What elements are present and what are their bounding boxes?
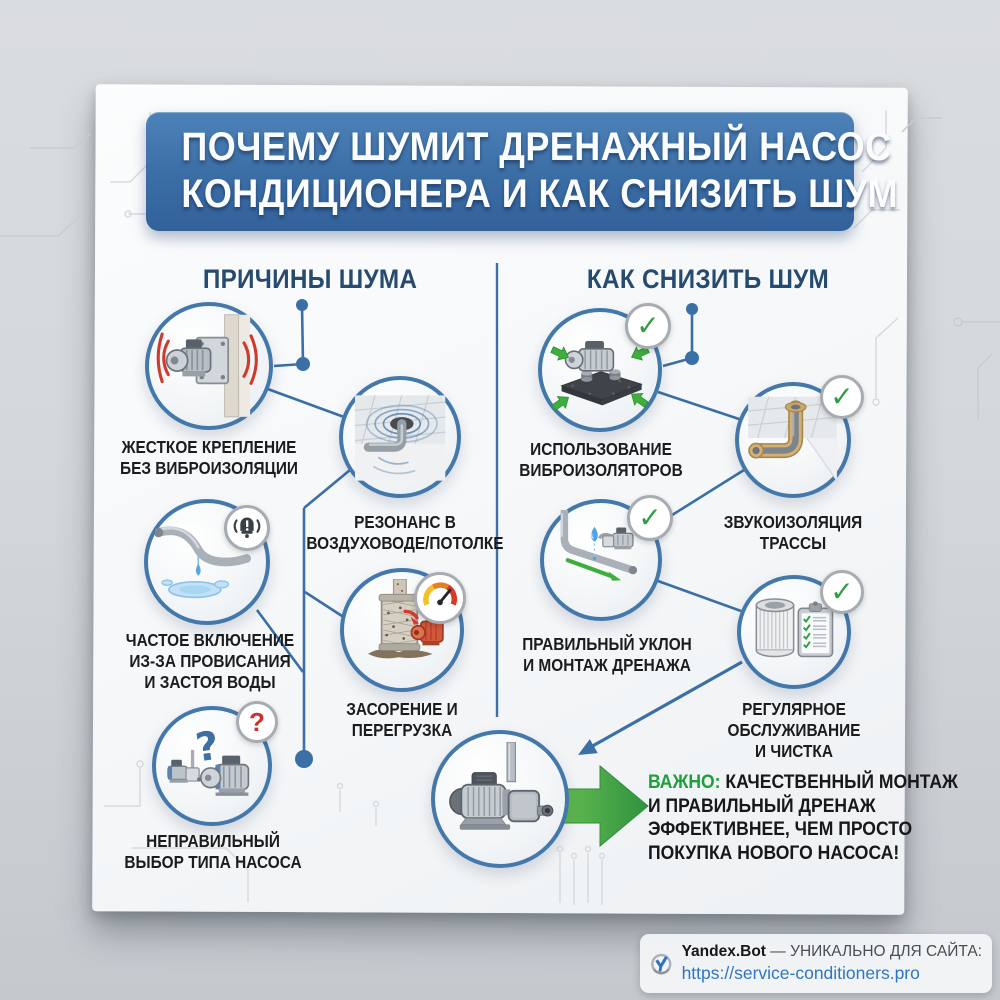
footer-url[interactable]: https://service-conditioners.pro — [681, 963, 920, 984]
wrong-pump-type-icon: ? — [167, 722, 249, 796]
poster-title-line1: ПОЧЕМУ ШУМИТ ДРЕНАЖНЫЙ НАСОС — [181, 125, 892, 169]
poster-title-line2: КОНДИЦИОНЕРА И КАК СНИЗИТЬ ШУМ — [181, 172, 898, 216]
drain-pump-icon — [448, 741, 554, 830]
check-icon: ✓ — [638, 501, 662, 534]
check-icon: ✓ — [830, 575, 854, 608]
note-prefix: ВАЖНО: — [648, 771, 721, 793]
footer-watermark: Yandex.Bot — УНИКАЛЬНО ДЛЯ САЙТА: https:… — [640, 934, 992, 993]
pump-node-center — [431, 730, 569, 868]
check-badge-slope: ✓ — [627, 495, 673, 541]
cause-node-wrong-pump-type: ? — [152, 706, 272, 826]
gauge-icon — [423, 582, 458, 606]
yandex-bot-logo-icon — [651, 953, 672, 974]
cause-node-rigid-mounting — [145, 302, 273, 430]
note-line-2: И ПРАВИЛЬНЫЙ ДРЕНАЖ — [648, 794, 876, 817]
alarm-bell-icon — [233, 517, 261, 538]
maintenance-checklist-icon — [755, 598, 834, 658]
note-line-4: ПОКУПКА НОВОГО НАСОСА! — [648, 841, 900, 864]
check-badge-soundproofing: ✓ — [820, 375, 864, 419]
important-note: ВАЖНО: КАЧЕСТВЕННЫЙ МОНТАЖ И ПРАВИЛЬНЫЙ … — [648, 771, 958, 865]
title-banner: ПОЧЕМУ ШУМИТ ДРЕНАЖНЫЙ НАСОС КОНДИЦИОНЕР… — [146, 112, 898, 231]
footer-brand: Yandex.Bot — [681, 943, 766, 961]
pump-rigid-wall-mount-icon — [156, 314, 259, 418]
solution-node-vibration-isolators — [538, 308, 662, 432]
left-column-header: ПРИЧИНЫ ШУМА — [202, 264, 418, 294]
overload-gauge-badge — [414, 572, 466, 624]
check-icon: ✓ — [830, 380, 854, 413]
pump-on-vibration-isolators-icon — [550, 340, 650, 411]
question-badge: ? — [236, 701, 278, 743]
check-badge-maintenance: ✓ — [820, 570, 864, 614]
check-badge-isolators: ✓ — [625, 303, 671, 349]
sagging-drain-pipe-icon — [155, 526, 252, 599]
footer-label: — УНИКАЛЬНО ДЛЯ САЙТА: — [765, 943, 982, 961]
question-glyph: ? — [249, 707, 265, 737]
correct-drain-slope-icon — [560, 509, 637, 581]
cause-node-resonance — [339, 376, 461, 498]
big-question-glyph: ? — [192, 722, 221, 771]
note-line-3: ЭФФЕКТИВНЕЕ, ЧЕМ ПРОСТО — [648, 818, 913, 840]
note-line-1: КАЧЕСТВЕННЫЙ МОНТАЖ — [725, 771, 958, 793]
alarm-badge — [224, 505, 270, 551]
ceiling-pipe-resonance-icon — [354, 395, 446, 481]
right-column-header: КАК СНИЗИТЬ ШУМ — [586, 264, 830, 294]
check-icon: ✓ — [636, 309, 660, 342]
